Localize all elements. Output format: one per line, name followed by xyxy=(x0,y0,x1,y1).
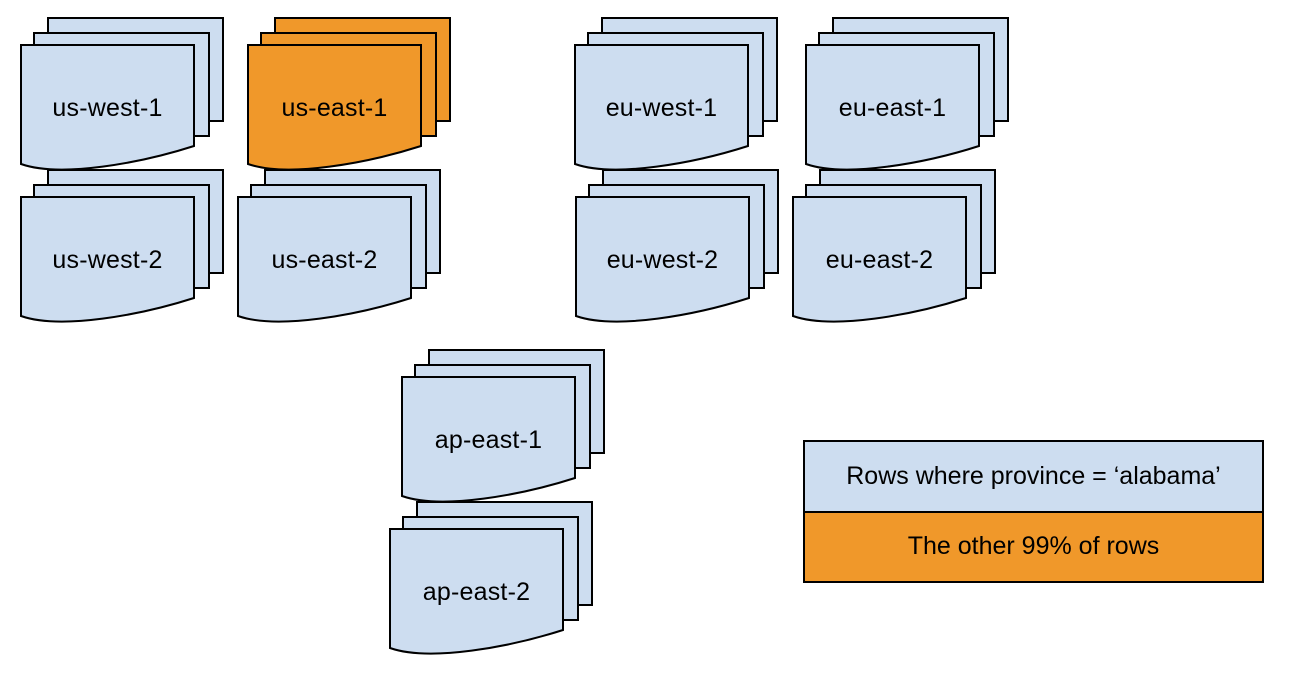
region-stack-us-west-1: us-west-1 xyxy=(20,17,226,175)
region-stack-ap-east-2: ap-east-2 xyxy=(389,501,595,659)
document-stack-icon xyxy=(20,169,224,323)
region-stack-eu-west-1: eu-west-1 xyxy=(574,17,780,175)
document-stack-icon xyxy=(575,169,779,323)
region-stack-ap-east-1: ap-east-1 xyxy=(401,349,607,507)
document-stack-icon xyxy=(20,17,224,171)
region-stack-eu-west-2: eu-west-2 xyxy=(575,169,781,327)
document-stack-icon xyxy=(805,17,1009,171)
region-stack-us-east-1: us-east-1 xyxy=(247,17,453,175)
document-stack-icon xyxy=(237,169,441,323)
document-stack-icon xyxy=(247,17,451,171)
legend-item-other-rows: The other 99% of rows xyxy=(805,512,1262,581)
region-stack-eu-east-1: eu-east-1 xyxy=(805,17,1011,175)
region-stack-eu-east-2: eu-east-2 xyxy=(792,169,998,327)
document-stack-icon xyxy=(401,349,605,503)
document-stack-icon xyxy=(574,17,778,171)
document-stack-icon xyxy=(792,169,996,323)
region-stack-us-east-2: us-east-2 xyxy=(237,169,443,327)
region-stack-us-west-2: us-west-2 xyxy=(20,169,226,327)
legend-item-alabama-rows: Rows where province = ‘alabama’ xyxy=(805,442,1262,513)
legend: Rows where province = ‘alabama’ The othe… xyxy=(803,440,1264,583)
legend-item-label: The other 99% of rows xyxy=(907,532,1160,561)
document-stack-icon xyxy=(389,501,593,655)
legend-item-label: Rows where province = ‘alabama’ xyxy=(846,461,1221,490)
